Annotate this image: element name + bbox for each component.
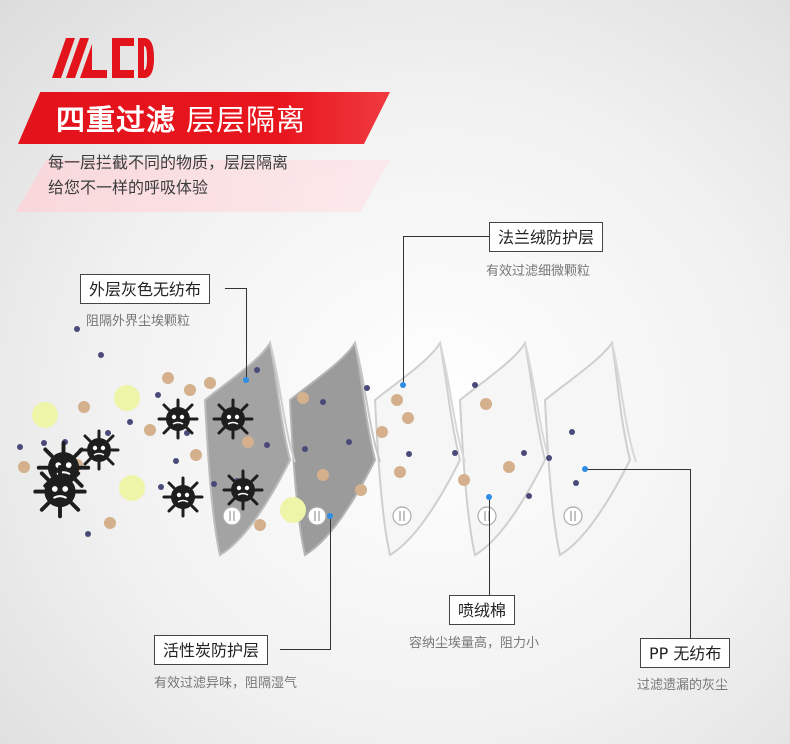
germ-icon <box>222 469 264 511</box>
particles <box>17 326 579 537</box>
leader-line <box>403 236 404 382</box>
intro-line-1: 每一层拦截不同的物质，层层隔离 <box>48 153 289 172</box>
caption-pp-layer: 过滤遗漏的灰尘 <box>637 678 729 693</box>
germ-icon <box>162 476 204 518</box>
valve-icon <box>477 506 497 526</box>
leader-line <box>330 517 331 650</box>
valve-icon <box>392 506 412 526</box>
caption-meltblown-layer: 容纳尘埃量高，阻力小 <box>409 636 540 651</box>
label-flannel-layer: 法兰绒防护层 <box>489 222 604 252</box>
leader-line <box>403 236 489 237</box>
caption-outer-layer: 阻隔外界尘埃颗粒 <box>86 314 191 329</box>
pointer-dot <box>243 377 249 383</box>
leader-line <box>690 469 691 638</box>
germ-icon <box>33 464 87 519</box>
headline-bold: 四重过滤 <box>56 103 177 137</box>
label-outer-layer: 外层灰色无纺布 <box>80 274 211 304</box>
germ-icon <box>212 398 254 440</box>
brand-logo <box>52 38 154 78</box>
germ-icon <box>78 429 120 471</box>
valve-icon <box>563 506 583 526</box>
pointer-dot <box>582 466 588 472</box>
pointer-dot <box>400 382 406 388</box>
caption-carbon-layer: 有效过滤异味，阻隔湿气 <box>154 676 298 691</box>
label-pp-layer: PP 无纺布 <box>640 638 731 668</box>
intro-line-2: 给您不一样的呼吸体验 <box>48 178 209 197</box>
layer-melt <box>458 340 551 557</box>
layer-outer <box>203 340 296 557</box>
germ-icon <box>157 398 199 440</box>
intro-text: 每一层拦截不同的物质，层层隔离 给您不一样的呼吸体验 <box>48 150 288 200</box>
leader-line <box>489 499 490 595</box>
valve-icon <box>307 506 327 526</box>
valve-icon <box>222 506 242 526</box>
label-carbon-layer: 活性炭防护层 <box>154 635 269 665</box>
label-meltblown-layer: 喷绒棉 <box>449 595 516 625</box>
caption-flannel-layer: 有效过滤细微颗粒 <box>486 264 591 279</box>
intro-background <box>16 160 390 212</box>
layer-pp <box>543 340 637 557</box>
leader-line <box>246 288 247 380</box>
headline-banner: 四重过滤 层层隔离 <box>18 92 390 144</box>
headline-thin: 层层隔离 <box>186 103 307 137</box>
layer-flannel <box>373 340 466 557</box>
leader-line <box>280 649 331 650</box>
leader-line <box>225 288 247 289</box>
pointer-dot <box>327 513 333 519</box>
leader-line <box>585 469 691 470</box>
pointer-dot <box>486 494 492 500</box>
